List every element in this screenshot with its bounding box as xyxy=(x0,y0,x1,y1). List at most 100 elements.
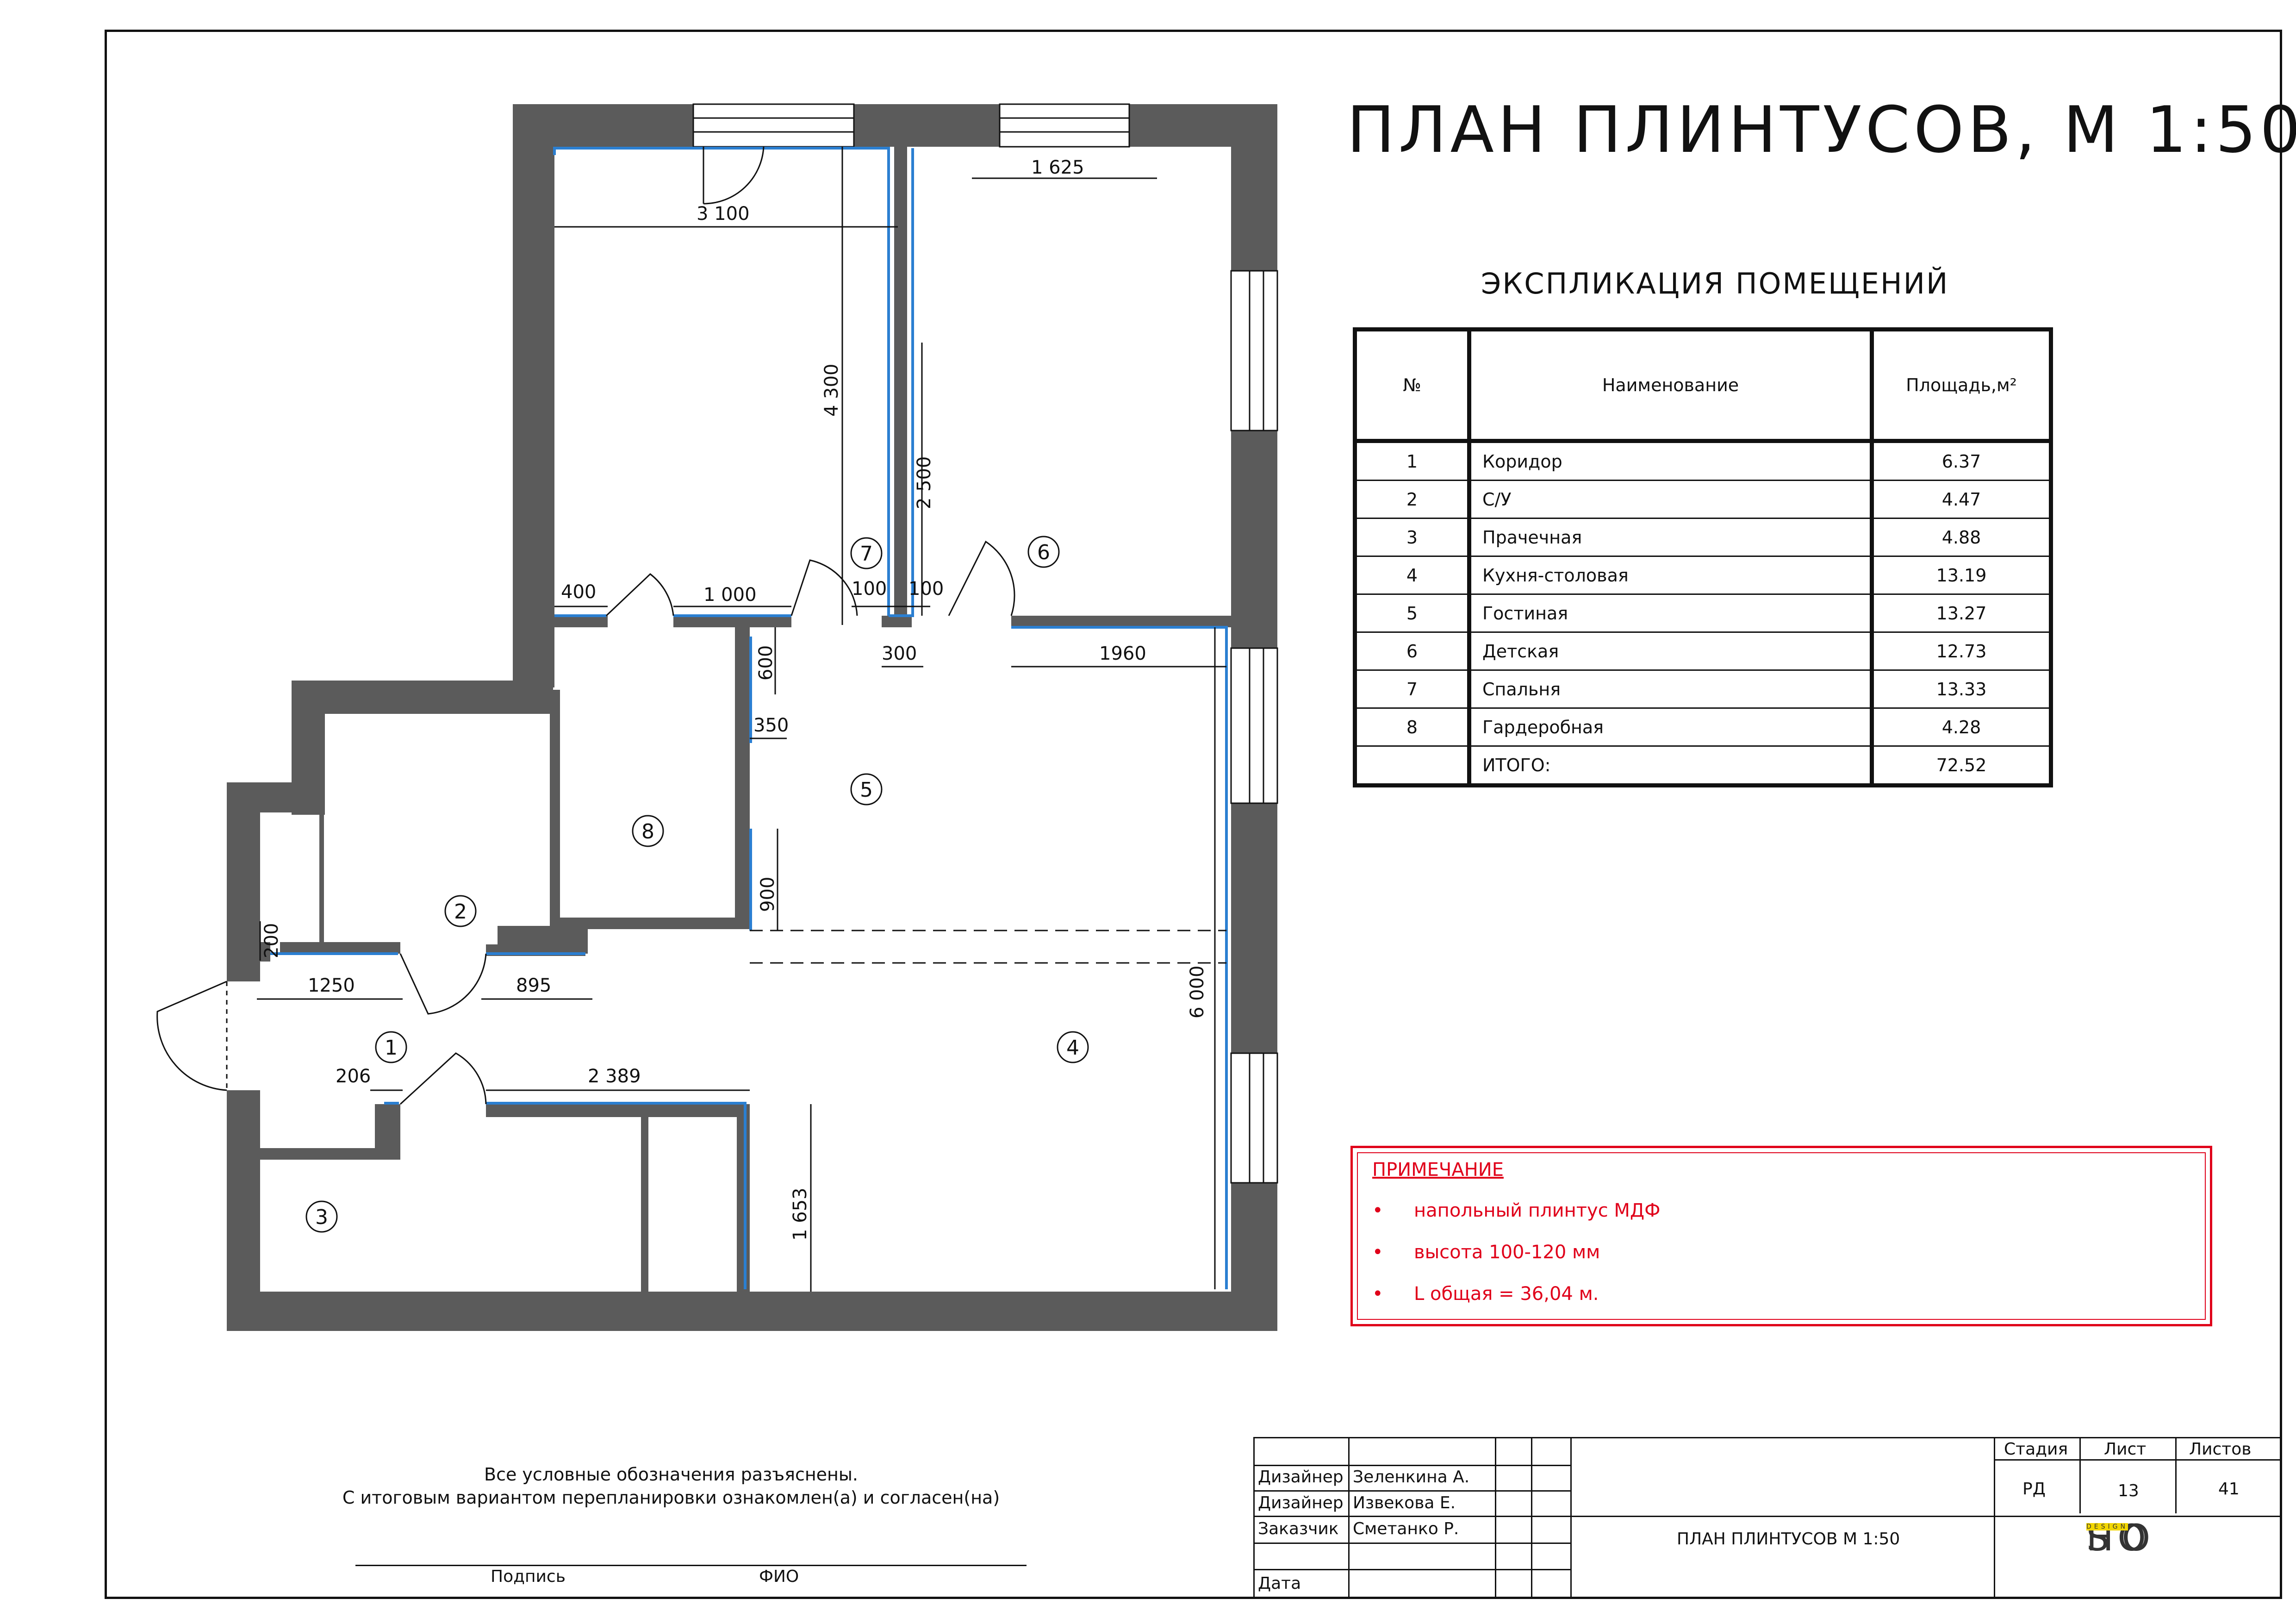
room-marker-2: 2 xyxy=(444,895,477,927)
wall xyxy=(1231,104,1277,271)
wall xyxy=(513,104,693,147)
dimension-lines xyxy=(257,147,1226,1292)
wall xyxy=(227,1090,260,1331)
windows xyxy=(692,103,1278,1184)
room-marker-1: 1 xyxy=(375,1031,407,1063)
room-marker-3: 3 xyxy=(305,1200,338,1233)
note-box: ПРИМЕЧАНИЕ •напольный плинтус МДФ •высот… xyxy=(1350,1146,2212,1326)
room-marker-5: 5 xyxy=(850,773,883,806)
name-cell: Сметанко Р. xyxy=(1353,1519,1459,1538)
dim-1000: 1 000 xyxy=(703,584,757,606)
svg-text:5: 5 xyxy=(860,778,873,802)
wall xyxy=(641,1117,648,1293)
dim-4300: 4 300 xyxy=(821,363,842,417)
dim-100-a: 100 xyxy=(852,578,887,600)
signature-line xyxy=(355,1565,1027,1566)
dim-400: 400 xyxy=(561,581,596,603)
dashed-guides xyxy=(750,930,1226,964)
wall xyxy=(554,616,608,627)
role-cell: Дата xyxy=(1258,1574,1301,1593)
dim-350: 350 xyxy=(753,715,789,736)
wall xyxy=(854,104,1000,147)
dim-895: 895 xyxy=(516,975,551,996)
dim-1250: 1250 xyxy=(308,975,355,996)
approval-line-2: С итоговым вариантом перепланировки озна… xyxy=(342,1487,1000,1508)
explication-title: ЭКСПЛИКАЦИЯ ПОМЕЩЕНИЙ xyxy=(1481,267,1949,300)
col-header-name: Наименование xyxy=(1468,329,1874,442)
svg-text:7: 7 xyxy=(860,542,873,566)
baseboards xyxy=(270,147,1228,1289)
wall xyxy=(673,616,791,627)
dimension-texts: 3 100 1 625 4 300 2 500 400 1 000 100 10… xyxy=(261,157,1208,1241)
wall xyxy=(260,1148,385,1160)
svg-text:3: 3 xyxy=(315,1206,328,1229)
room-markers: 1 2 3 4 5 6 7 8 xyxy=(305,536,1089,1233)
col-header-number: № xyxy=(1354,329,1471,442)
walls xyxy=(227,104,1277,1331)
sheet-title: ПЛАН ПЛИНТУСОВ М 1:50 xyxy=(1677,1530,1900,1549)
wall xyxy=(882,616,912,627)
svg-text:2: 2 xyxy=(454,900,467,924)
dim-300: 300 xyxy=(882,643,917,664)
wall xyxy=(227,1292,1277,1331)
room-marker-7: 7 xyxy=(850,537,883,569)
wall xyxy=(227,782,260,981)
dim-1625: 1 625 xyxy=(1031,157,1084,178)
wall xyxy=(1231,803,1277,1053)
svg-text:8: 8 xyxy=(641,820,654,843)
dim-6000: 6 000 xyxy=(1187,965,1208,1018)
role-cell: Дизайнер xyxy=(1258,1468,1344,1487)
dim-200: 200 xyxy=(261,923,282,958)
room-marker-6: 6 xyxy=(1027,536,1060,568)
note-item: •L общая = 36,04 м. xyxy=(1372,1283,1599,1305)
approval-text: Все условные обозначения разъяснены. С и… xyxy=(324,1463,1018,1509)
sheets-label: Листов xyxy=(2189,1440,2252,1459)
name-cell: Извекова Е. xyxy=(1353,1493,1456,1512)
svg-text:6: 6 xyxy=(1037,541,1050,564)
wall xyxy=(513,104,554,687)
dim-100-b: 100 xyxy=(908,578,944,600)
dim-2500: 2 500 xyxy=(914,456,935,509)
wall xyxy=(375,1104,400,1160)
svg-text:4: 4 xyxy=(1066,1036,1079,1060)
stage-value: РД xyxy=(2022,1480,2046,1499)
dim-2389: 2 389 xyxy=(588,1066,641,1087)
wall xyxy=(486,1104,750,1117)
wall xyxy=(737,1104,750,1294)
room-marker-8: 8 xyxy=(632,815,664,847)
approval-line-1: Все условные обозначения разъяснены. xyxy=(484,1464,858,1485)
table-row-total: ИТОГО:72.52 xyxy=(1354,745,2052,786)
dim-3100: 3 100 xyxy=(697,203,750,225)
wall xyxy=(1231,431,1277,648)
svg-text:1: 1 xyxy=(385,1036,398,1060)
wall xyxy=(292,681,553,714)
wall xyxy=(735,627,750,928)
wall xyxy=(260,942,270,962)
name-cell: Зеленкина А. xyxy=(1353,1468,1470,1487)
floor-plan: 3 100 1 625 4 300 2 500 400 1 000 100 10… xyxy=(156,103,1278,1331)
signature-label: Подпись xyxy=(491,1567,566,1586)
stage-label: Стадия xyxy=(2004,1440,2068,1459)
sheet-label: Лист xyxy=(2104,1440,2147,1459)
sheet-value: 13 xyxy=(2118,1481,2139,1500)
dim-206: 206 xyxy=(336,1066,371,1087)
fio-label: ФИО xyxy=(759,1567,799,1586)
role-cell: Заказчик xyxy=(1258,1519,1339,1538)
drawing-frame xyxy=(105,30,2282,1599)
wall xyxy=(550,690,560,926)
wall xyxy=(319,812,324,947)
note-title: ПРИМЕЧАНИЕ xyxy=(1372,1159,1504,1181)
title-block: Дизайнер Зеленкина А. Дизайнер Извекова … xyxy=(1253,1437,2282,1599)
dim-600: 600 xyxy=(755,645,777,681)
dim-1653: 1 653 xyxy=(790,1187,811,1241)
sheets-value: 41 xyxy=(2218,1480,2240,1499)
